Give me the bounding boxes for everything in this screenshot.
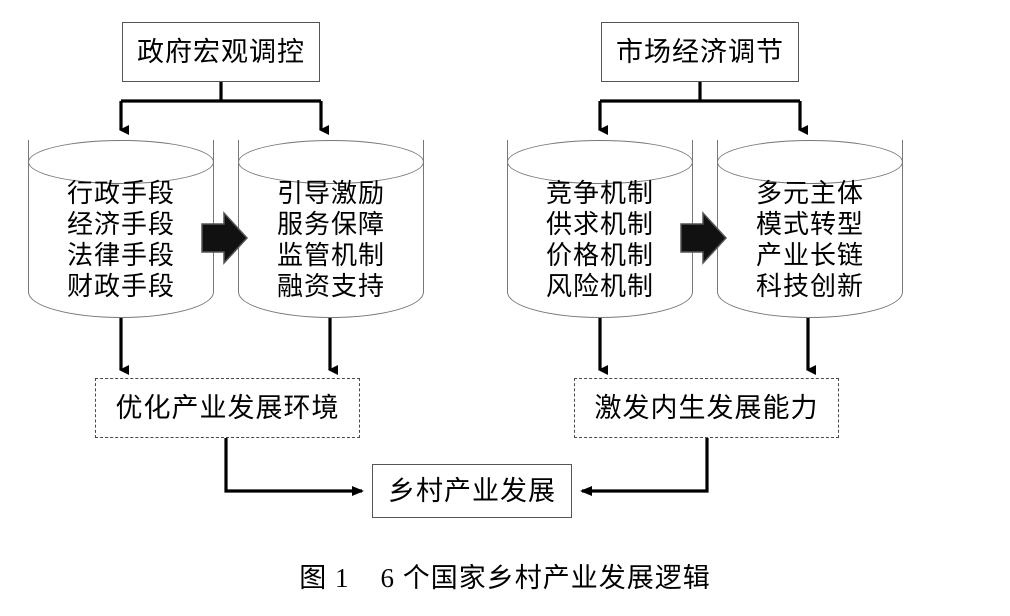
store-line: 模式转型 [755, 210, 864, 239]
result-box[interactable]: 乡村产业发展 [372, 464, 572, 518]
store-line: 融资支持 [276, 272, 385, 301]
store-line: 风险机制 [545, 272, 654, 301]
store-line: 法律手段 [66, 241, 175, 270]
block-arrow-left-transform [201, 211, 249, 265]
store-cylinder-left-target[interactable]: 引导激励 服务保障 监管机制 融资支持 [238, 140, 424, 318]
store-line: 财政手段 [66, 272, 175, 301]
store-cylinder-right-target[interactable]: 多元主体 模式转型 产业长链 科技创新 [717, 140, 903, 318]
connector-right-stores-to-outcome [598, 318, 816, 375]
store-line: 价格机制 [545, 241, 654, 270]
store-cylinder-right-source-lines: 竞争机制 供求机制 价格机制 风险机制 [507, 178, 693, 302]
store-cylinder-right-target-lines: 多元主体 模式转型 产业长链 科技创新 [717, 178, 903, 302]
store-line: 引导激励 [276, 179, 385, 208]
cylinder-top-ellipse [28, 140, 214, 184]
connector-left-stores-to-outcome [119, 318, 338, 375]
store-cylinder-left-target-lines: 引导激励 服务保障 监管机制 融资支持 [238, 178, 424, 302]
store-line: 多元主体 [755, 179, 864, 208]
store-line: 科技创新 [755, 272, 864, 301]
connector-right-outcome-to-result [580, 438, 709, 496]
store-line: 供求机制 [545, 210, 654, 239]
driver-box-left[interactable]: 政府宏观调控 [122, 22, 320, 82]
outcome-box-left[interactable]: 优化产业发展环境 [95, 378, 360, 438]
store-line: 经济手段 [66, 210, 175, 239]
store-cylinder-right-source[interactable]: 竞争机制 供求机制 价格机制 风险机制 [507, 140, 693, 318]
store-cylinder-left-source-lines: 行政手段 经济手段 法律手段 财政手段 [28, 178, 214, 302]
cylinder-top-ellipse [238, 140, 424, 184]
cylinder-top-ellipse [717, 140, 903, 184]
store-line: 监管机制 [276, 241, 385, 270]
connector-right-driver-fork [598, 82, 808, 135]
store-line: 服务保障 [276, 210, 385, 239]
store-line: 产业长链 [755, 241, 864, 270]
store-line: 行政手段 [66, 179, 175, 208]
store-cylinder-left-source[interactable]: 行政手段 经济手段 法律手段 财政手段 [28, 140, 214, 318]
connector-left-outcome-to-result [224, 438, 364, 496]
figure-caption: 图 1 6 个国家乡村产业发展逻辑 [299, 563, 711, 593]
connector-left-driver-fork [119, 82, 329, 135]
outcome-box-right[interactable]: 激发内生发展能力 [574, 378, 839, 438]
block-arrow-right-transform [680, 211, 728, 265]
driver-box-right[interactable]: 市场经济调节 [601, 22, 799, 82]
cylinder-top-ellipse [507, 140, 693, 184]
store-line: 竞争机制 [545, 179, 654, 208]
